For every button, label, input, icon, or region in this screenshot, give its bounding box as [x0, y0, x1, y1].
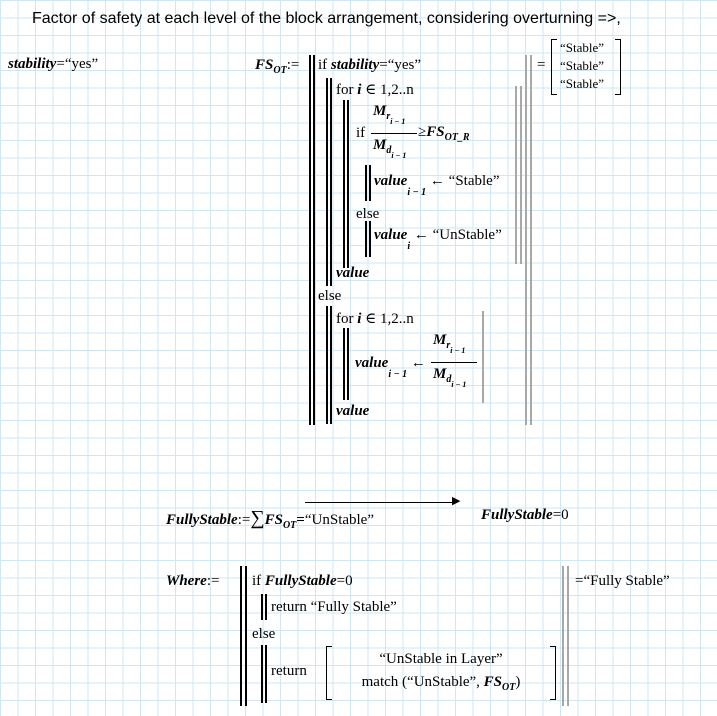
if-moment-keyword: if	[356, 125, 366, 141]
for-loop-line: for i ∈ 1,2..n	[336, 82, 414, 98]
for-body-bar-3	[343, 328, 345, 400]
where-if-line: if FullyStable=0	[252, 573, 353, 589]
else-block-bar-2	[330, 306, 332, 424]
fully-stable-definition[interactable]: FullyStable:=∑FSOT=“UnStable”	[166, 507, 374, 531]
result-matrix: “Stable” “Stable” “Stable”	[560, 39, 604, 93]
assign-operator: :=	[286, 57, 300, 73]
else-keyword-inner: else	[356, 206, 380, 222]
fraction-bar	[371, 133, 417, 134]
if-block-bar-2	[330, 78, 332, 286]
stability-value: “yes”	[64, 56, 99, 72]
fs-ot-name: FSOT:=	[255, 57, 300, 76]
moment-driving: Mdi − 1	[373, 137, 407, 160]
else-bar	[365, 221, 367, 257]
worksheet-heading: Factor of safety at each level of the bl…	[32, 10, 621, 27]
for-body-bar-2	[347, 100, 349, 268]
region-guide	[515, 86, 517, 264]
region-guide-4	[525, 55, 527, 425]
stability-definition[interactable]: stability=“yes”	[8, 56, 98, 73]
where-else-bar-2	[265, 645, 267, 703]
where-name: Where:=	[166, 573, 220, 589]
region-guide-2	[520, 86, 522, 264]
stability-variable: stability	[8, 56, 57, 72]
else-keyword-outer: else	[318, 288, 342, 304]
result-row: “Stable”	[560, 76, 605, 91]
assign-ratio-line: valuei − 1 ←	[355, 355, 426, 380]
if-block-bar	[326, 78, 328, 286]
return-matrix-left-bracket	[326, 646, 332, 700]
assign-unstable-line: valuei ← “UnStable”	[374, 227, 502, 252]
where-else-bar	[261, 645, 263, 703]
fraction-bar-2	[431, 362, 477, 363]
region-guide-3	[482, 311, 484, 403]
then-bar	[365, 165, 367, 201]
result-matrix-right-bracket	[615, 39, 621, 95]
program-bar-outer-2	[313, 55, 315, 425]
for-loop-line-2: for i ∈ 1,2..n	[336, 311, 414, 327]
result-row: “Stable”	[560, 58, 605, 73]
result-equals: =	[537, 57, 546, 73]
sum-operator: ∑	[250, 507, 265, 529]
return-keyword: return	[271, 663, 307, 679]
where-then-bar-2	[265, 594, 267, 620]
return-matrix: “UnStable in Layer” match (“UnStable”, F…	[335, 648, 547, 699]
return-matrix-row: “UnStable in Layer”	[379, 651, 503, 667]
then-bar-2	[369, 165, 371, 201]
result-matrix-left-bracket	[551, 39, 557, 95]
fully-stable-eval[interactable]: FullyStable=0	[481, 507, 569, 523]
region-guide-7	[567, 566, 569, 706]
where-bar-2	[245, 566, 247, 706]
return-matrix-right-bracket	[550, 646, 556, 700]
else-block-bar	[326, 306, 328, 424]
moment-driving-2: Mdi − 1	[433, 366, 467, 389]
region-guide-6	[562, 566, 564, 706]
result-row: “Stable”	[560, 40, 605, 55]
for-body-bar-4	[347, 328, 349, 400]
assign-operator: :=	[237, 512, 251, 528]
vectorize-arrowhead: ▶	[452, 495, 461, 507]
return-matrix-row: match (“UnStable”, FSOT)	[361, 674, 521, 693]
assign-operator: :=	[206, 573, 220, 589]
equals-sign: =	[56, 56, 65, 72]
else-bar-2	[369, 221, 371, 257]
where-result: =“Fully Stable”	[575, 573, 670, 589]
moment-resisting-2: Mri − 1	[433, 332, 466, 355]
where-then-bar	[261, 594, 263, 620]
return-value-2: value	[336, 403, 370, 419]
geq-fs-otr: ≥FSOT_R	[418, 124, 470, 143]
return-fully-stable: return “Fully Stable”	[271, 599, 397, 615]
if-stability-line: if stability=“yes”	[318, 57, 422, 73]
for-body-bar	[343, 100, 345, 268]
program-bar-outer	[309, 55, 311, 425]
assign-stable-line: valuei − 1 ← “Stable”	[374, 173, 500, 198]
region-guide-5	[530, 55, 532, 425]
where-bar	[240, 566, 242, 706]
vectorize-bar	[305, 502, 457, 503]
moment-resisting: Mri − 1	[373, 103, 406, 126]
return-value-1: value	[336, 265, 370, 281]
where-else: else	[252, 626, 276, 642]
